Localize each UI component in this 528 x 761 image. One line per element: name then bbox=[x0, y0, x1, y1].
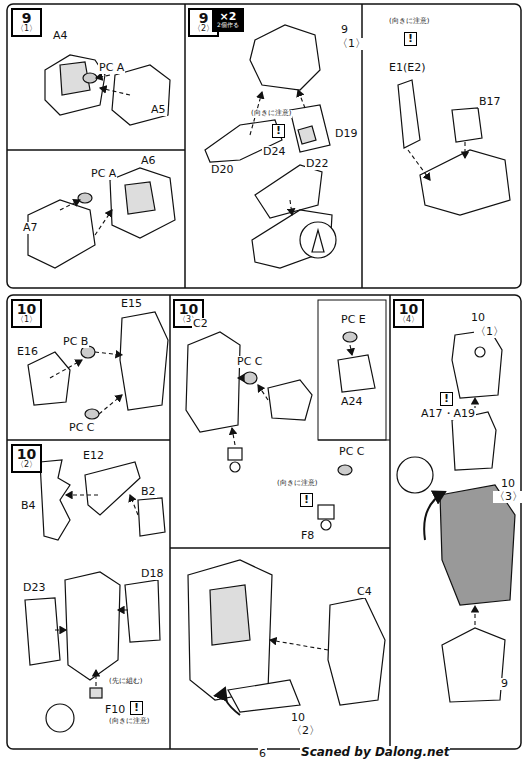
step-number-box: 10〈1〉 bbox=[11, 299, 42, 328]
substep-number: 〈2〉 bbox=[193, 25, 214, 34]
part-label: A4 bbox=[52, 30, 69, 42]
part-label: PC C bbox=[236, 356, 264, 368]
part-label: A5 bbox=[150, 104, 167, 116]
part-label: PC C bbox=[68, 422, 96, 434]
part-label: A17・A19 bbox=[420, 408, 476, 420]
step-number: 10 bbox=[16, 302, 37, 316]
substep-number: 〈2〉 bbox=[16, 461, 37, 470]
note-text: (向きに注意) bbox=[388, 18, 430, 26]
part-label: E1(E2) bbox=[388, 62, 426, 74]
part-label: PC A bbox=[90, 168, 117, 180]
part-label: F10 bbox=[104, 704, 126, 716]
part-label: D20 bbox=[210, 164, 234, 176]
part-label: D22 bbox=[305, 158, 329, 170]
part-label: A7 bbox=[22, 222, 39, 234]
part-label: 10 bbox=[290, 712, 306, 724]
caution-mark: ! bbox=[440, 392, 453, 406]
count-badge: ×22個作る bbox=[212, 8, 244, 32]
part-label: 10 bbox=[500, 478, 516, 490]
part-label: 10 bbox=[470, 312, 486, 324]
part-label: 〈1〉 bbox=[474, 326, 505, 338]
caution-mark: ! bbox=[272, 124, 285, 138]
part-label: A6 bbox=[140, 155, 157, 167]
part-label: E12 bbox=[82, 450, 105, 462]
part-label: D24 bbox=[262, 146, 286, 158]
substep-number: 〈1〉 bbox=[16, 316, 37, 325]
part-label: 6 bbox=[258, 748, 267, 760]
part-label: B4 bbox=[20, 500, 37, 512]
step-number: 10 bbox=[16, 447, 37, 461]
caution-mark: ! bbox=[130, 701, 143, 715]
part-label: D19 bbox=[334, 128, 358, 140]
part-label: PC A bbox=[98, 62, 125, 74]
part-label: F8 bbox=[300, 530, 315, 542]
part-label: 9 bbox=[500, 678, 509, 690]
part-label: 〈1〉 bbox=[336, 38, 367, 50]
step-number: 10 bbox=[398, 302, 419, 316]
part-label: PC B bbox=[62, 336, 89, 348]
note-text: (向きに注意) bbox=[108, 718, 150, 726]
part-label: D18 bbox=[140, 568, 164, 580]
part-label: B2 bbox=[140, 486, 157, 498]
note-text: (向きに注意) bbox=[250, 110, 292, 118]
step-number-box: 9〈1〉 bbox=[11, 8, 42, 37]
note-text: (先に組む) bbox=[108, 678, 143, 686]
step-number: 9 bbox=[193, 11, 214, 25]
step-number-box: 10〈4〉 bbox=[393, 299, 424, 328]
part-label: PC C bbox=[338, 446, 366, 458]
part-label: B17 bbox=[478, 96, 502, 108]
substep-number: 2個作る bbox=[217, 22, 239, 29]
substep-number: 〈4〉 bbox=[398, 316, 419, 325]
watermark: Scaned by Dalong.net bbox=[300, 746, 450, 759]
caution-mark: ! bbox=[404, 32, 417, 46]
step-number: ×2 bbox=[217, 11, 239, 22]
part-label: C4 bbox=[356, 586, 373, 598]
part-label: E15 bbox=[120, 298, 143, 310]
note-text: (向きに注意) bbox=[276, 480, 318, 488]
part-label: 〈3〉 bbox=[493, 491, 524, 503]
part-label: E16 bbox=[16, 346, 39, 358]
part-label: D23 bbox=[22, 582, 46, 594]
caution-mark: ! bbox=[300, 493, 313, 507]
part-label: PC E bbox=[340, 314, 367, 326]
step-number: 10 bbox=[178, 302, 199, 316]
part-label: 〈2〉 bbox=[290, 725, 321, 737]
part-label: A24 bbox=[340, 396, 364, 408]
part-label: 9 bbox=[340, 24, 349, 36]
substep-number: 〈1〉 bbox=[16, 25, 37, 34]
step-number-box: 10〈2〉 bbox=[11, 444, 42, 473]
part-label: C2 bbox=[192, 318, 209, 330]
step-number: 9 bbox=[16, 11, 37, 25]
